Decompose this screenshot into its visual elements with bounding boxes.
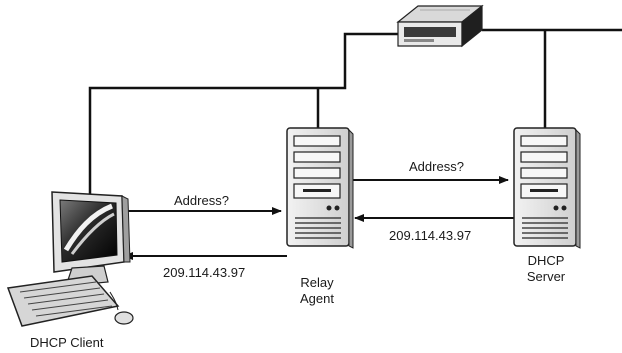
dhcp-server-tower-icon xyxy=(513,127,581,249)
message-arrows xyxy=(123,176,514,260)
label-relay-name-line2: Agent xyxy=(300,291,334,306)
label-reply-server-to-relay: 209.114.43.97 xyxy=(389,228,471,243)
monitor-screen xyxy=(59,199,118,263)
relay-agent-tower-icon xyxy=(286,127,354,249)
label-request-relay-to-server: Address? xyxy=(409,159,464,174)
mouse xyxy=(114,311,134,325)
label-server-name-line1: DHCP xyxy=(528,253,565,268)
network-links xyxy=(88,28,622,205)
label-client-name: DHCP Client xyxy=(30,335,104,350)
keyboard xyxy=(6,275,120,327)
label-relay-name-line1: Relay xyxy=(300,275,334,290)
backbone-link xyxy=(88,32,400,205)
label-request-client-to-relay: Address? xyxy=(174,193,229,208)
label-server-name-line2: Server xyxy=(527,269,566,284)
router-icon xyxy=(396,4,484,48)
label-reply-relay-to-client: 209.114.43.97 xyxy=(163,265,245,280)
dhcp-client-computer-icon xyxy=(6,191,134,327)
